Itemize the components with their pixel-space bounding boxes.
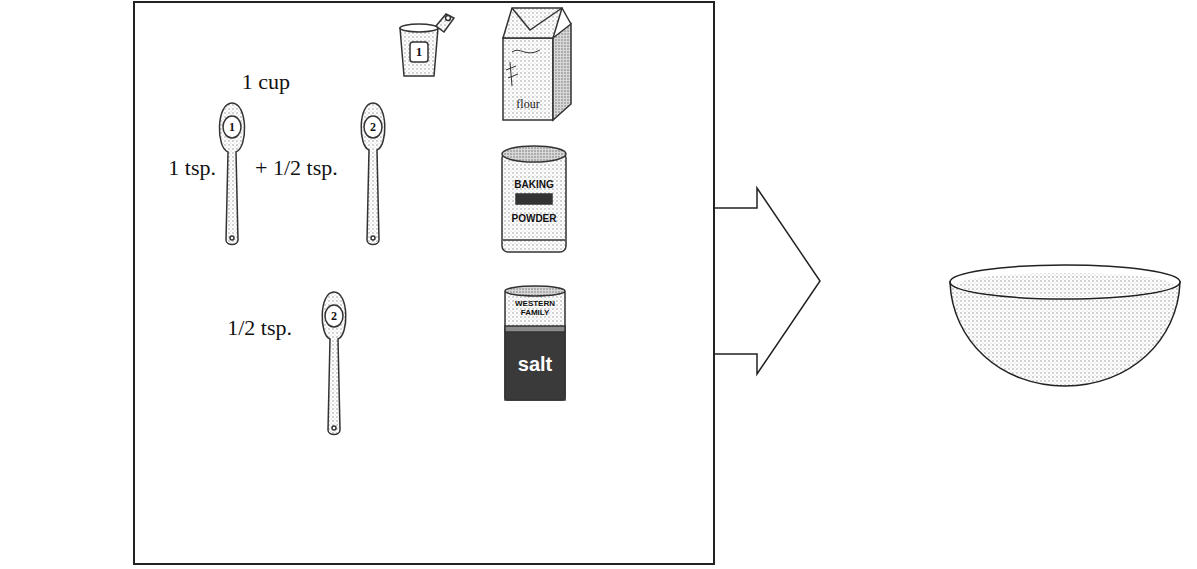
measure-label: + 1/2 tsp. [255,155,360,181]
package-text: flour [505,98,551,111]
measure-label: 1 cup [205,69,290,95]
ingredient-frame: 1 cup 1 tsp. + 1/2 tsp. 1/2 tsp. [133,1,715,565]
cup-size-number: 1 [411,45,427,59]
spoon-size-number: 2 [326,310,342,323]
spoon-size-number: 1 [224,121,240,134]
mixing-bowl [950,265,1180,386]
measuring-cup [400,14,454,76]
spoon-size-number: 2 [365,121,381,134]
measuring-spoon [322,292,346,435]
measure-label: 1 tsp. [150,155,216,181]
package-text: salt [506,353,564,375]
package-text: WESTERN FAMILY [507,299,563,317]
flow-arrow [715,188,820,374]
measure-label: 1/2 tsp. [197,315,292,341]
measuring-spoon [361,103,385,245]
package-text: BAKING [503,179,565,190]
baking-powder-can [502,146,566,252]
package-text: POWDER [503,213,565,224]
salt-can [505,286,565,400]
flour-bag [503,8,571,120]
measuring-spoon [219,103,244,245]
